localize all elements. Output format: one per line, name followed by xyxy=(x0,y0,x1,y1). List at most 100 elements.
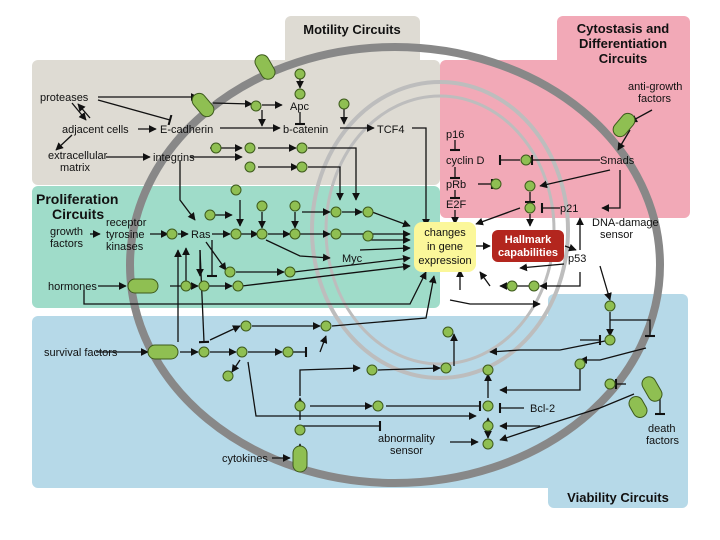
signal-node xyxy=(244,142,256,154)
signal-node xyxy=(294,400,306,412)
signal-node xyxy=(366,364,378,376)
viability-panel: Viability Circuits xyxy=(32,294,688,508)
signal-node xyxy=(210,142,222,154)
signal-node xyxy=(296,142,308,154)
hallmark-line-2: capabilities xyxy=(498,247,558,259)
signal-node xyxy=(294,88,306,100)
label-p21: p21 xyxy=(560,203,578,215)
pathway-edges xyxy=(55,70,666,466)
signal-node xyxy=(240,320,252,332)
label-rtk-1: receptor xyxy=(106,217,147,229)
signal-node xyxy=(180,280,192,292)
label-p16: p16 xyxy=(446,129,464,141)
cell-membrane xyxy=(126,43,664,487)
label-e2f: E2F xyxy=(446,199,466,211)
receptor-death-2 xyxy=(628,396,648,418)
label-antigrowth-2: factors xyxy=(638,93,672,105)
label-dna-damage-1: DNA-damage xyxy=(592,217,659,229)
hallmark-line-1: Hallmark xyxy=(505,234,552,246)
signal-node xyxy=(236,346,248,358)
signal-node xyxy=(294,68,306,80)
signal-node xyxy=(250,100,262,112)
signal-node xyxy=(362,230,374,242)
signal-node xyxy=(296,161,308,173)
signal-node xyxy=(482,438,494,450)
cytostasis-title-1: Cytostasis and xyxy=(577,21,670,36)
label-extracellular-1: extracellular xyxy=(48,150,108,162)
node-labels: proteases adjacent cells E-cadherin b-ca… xyxy=(40,81,682,465)
motility-panel: Motility Circuits xyxy=(32,16,440,185)
signal-node xyxy=(442,326,454,338)
label-myc: Myc xyxy=(342,253,363,265)
label-rtk-2: tyrosine xyxy=(106,229,145,241)
signal-node xyxy=(482,400,494,412)
label-rtk-3: kinases xyxy=(106,241,144,253)
cytostasis-panel: Cytostasis and Differentiation Circuits xyxy=(440,16,690,218)
signal-node xyxy=(294,424,306,436)
signal-node xyxy=(524,202,536,214)
signal-node xyxy=(244,161,256,173)
label-growth-2: factors xyxy=(50,238,84,250)
signal-node xyxy=(482,364,494,376)
center-line-1: changes xyxy=(424,227,466,239)
cytostasis-title-2: Differentiation xyxy=(579,36,667,51)
signal-node xyxy=(604,334,616,346)
label-abnormality-2: sensor xyxy=(390,445,423,457)
label-survival-factors: survival factors xyxy=(44,347,118,359)
signal-node xyxy=(230,228,242,240)
signal-node xyxy=(289,228,301,240)
signal-node xyxy=(289,200,301,212)
gene-expression-box: changes in gene expression xyxy=(414,222,476,272)
center-line-3: expression xyxy=(418,255,471,267)
signal-node xyxy=(604,378,616,390)
label-e-cadherin: E-cadherin xyxy=(160,124,213,136)
label-p53: p53 xyxy=(568,253,586,265)
label-growth-1: growth xyxy=(50,226,83,238)
label-apc: Apc xyxy=(290,101,309,113)
motility-title: Motility Circuits xyxy=(303,22,401,37)
signal-node xyxy=(230,184,242,196)
receptor-antigrowth xyxy=(612,112,636,138)
signal-node xyxy=(256,228,268,240)
label-abnormality-1: abnormality xyxy=(378,433,435,445)
label-prb: pRb xyxy=(446,179,466,191)
signal-node xyxy=(282,346,294,358)
viability-title: Viability Circuits xyxy=(567,490,669,505)
signal-node xyxy=(222,370,234,382)
receptor-hormones xyxy=(127,278,159,294)
signal-node xyxy=(166,228,178,240)
signal-node xyxy=(256,200,268,212)
center-line-2: in gene xyxy=(427,241,463,253)
signal-node xyxy=(224,266,236,278)
signal-node xyxy=(524,180,536,192)
receptor-death xyxy=(641,376,663,402)
signal-node xyxy=(204,209,216,221)
label-ras: Ras xyxy=(191,229,211,241)
label-tcf4: TCF4 xyxy=(377,124,405,136)
label-death-1: death xyxy=(648,423,676,435)
signal-node xyxy=(330,228,342,240)
signal-node xyxy=(372,400,384,412)
label-cyclin-d: cyclin D xyxy=(446,155,485,167)
signal-node xyxy=(520,154,532,166)
label-bcl2: Bcl-2 xyxy=(530,403,555,415)
signal-node xyxy=(284,266,296,278)
signal-node xyxy=(320,320,332,332)
signal-node xyxy=(528,280,540,292)
label-hormones: hormones xyxy=(48,281,97,293)
proliferation-title-1: Proliferation xyxy=(36,191,118,207)
signal-node xyxy=(506,280,518,292)
label-cytokines: cytokines xyxy=(222,453,268,465)
signal-node xyxy=(574,358,586,370)
receptor-motility-top xyxy=(254,54,276,80)
receptor-ecadherin xyxy=(191,92,215,118)
label-proteases: proteases xyxy=(40,92,89,104)
label-antigrowth-1: anti-growth xyxy=(628,81,682,93)
signal-node xyxy=(604,300,616,312)
signal-node xyxy=(490,178,502,190)
signal-node xyxy=(330,206,342,218)
label-adjacent-cells: adjacent cells xyxy=(62,124,129,136)
signaling-nodes xyxy=(166,68,616,450)
proliferation-title-2: Circuits xyxy=(52,206,104,222)
